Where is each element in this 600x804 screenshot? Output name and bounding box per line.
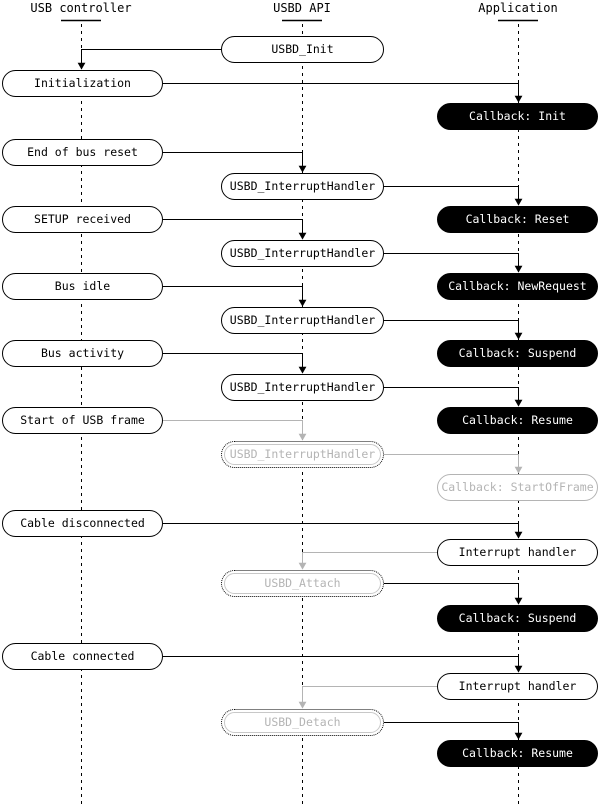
flow-f01 <box>77 49 221 70</box>
node-n02: Initialization <box>2 70 163 97</box>
flow-f10 <box>384 387 523 407</box>
flow-f17 <box>298 686 437 709</box>
node-label: Callback: StartOfFrame <box>441 480 594 494</box>
node-n25: USBD_Detach <box>221 709 384 736</box>
flow-f07 <box>163 286 307 307</box>
node-n15: Start of USB frame <box>2 407 163 434</box>
node-label: Initialization <box>34 76 131 90</box>
flow-f12 <box>384 454 523 474</box>
node-label: USBD_InterruptHandler <box>229 447 376 461</box>
node-label: SETUP received <box>34 212 131 226</box>
node-label: End of bus reset <box>27 145 138 159</box>
node-label: Callback: Reset <box>465 212 570 226</box>
flow-f18 <box>384 722 523 740</box>
node-n16: Callback: Resume <box>437 407 598 434</box>
node-n03: Callback: Init <box>437 103 598 130</box>
lifeline-header-usb-controller: USB controller <box>30 1 132 15</box>
flow-f16 <box>163 656 523 673</box>
node-n09: Bus idle <box>2 273 163 300</box>
node-label: Interrupt handler <box>458 545 577 559</box>
flow-f15 <box>384 583 523 605</box>
flow-f05 <box>163 219 307 240</box>
node-label: Callback: Resume <box>462 413 573 427</box>
node-n05: USBD_InterruptHandler <box>221 173 384 200</box>
node-n07: Callback: Reset <box>437 206 598 233</box>
node-n21: USBD_Attach <box>221 570 384 597</box>
flow-f06 <box>384 253 523 273</box>
node-n10: Callback: NewRequest <box>437 273 598 300</box>
node-n14: USBD_InterruptHandler <box>221 374 384 401</box>
node-n11: USBD_InterruptHandler <box>221 307 384 334</box>
node-label: Callback: Suspend <box>458 611 577 625</box>
lifeline-header-usbd-api: USBD API <box>273 1 331 15</box>
flow-f14 <box>298 552 437 570</box>
node-n04: End of bus reset <box>2 139 163 166</box>
node-label: Bus activity <box>40 346 125 360</box>
node-n06: SETUP received <box>2 206 163 233</box>
node-n20: Interrupt handler <box>437 539 598 566</box>
lifeline-header-application: Application <box>478 1 558 15</box>
node-n19: Cable disconnected <box>2 510 163 537</box>
node-n08: USBD_InterruptHandler <box>221 240 384 267</box>
node-label: USBD_InterruptHandler <box>229 179 376 193</box>
node-n22: Callback: Suspend <box>437 605 598 632</box>
node-label: USBD_Init <box>271 42 334 56</box>
node-label: Start of USB frame <box>20 413 145 427</box>
node-n26: Callback: Resume <box>437 740 598 767</box>
flow-f04 <box>384 186 523 206</box>
flow-f13 <box>163 523 523 539</box>
flow-f03 <box>163 152 307 173</box>
node-label: USBD_InterruptHandler <box>229 246 376 260</box>
flow-f09 <box>163 353 307 374</box>
node-label: Cable disconnected <box>20 516 145 530</box>
flow-f02 <box>163 83 523 103</box>
node-label: Bus idle <box>54 279 111 293</box>
node-label: USBD_Detach <box>264 715 341 729</box>
flow-f11 <box>163 420 307 441</box>
node-label: Interrupt handler <box>458 679 577 693</box>
node-label: USBD_InterruptHandler <box>229 313 376 327</box>
node-n23: Cable connected <box>2 643 163 670</box>
node-label: Callback: Suspend <box>458 346 577 360</box>
node-label: Callback: Init <box>469 109 566 123</box>
node-n18: Callback: StartOfFrame <box>437 474 598 501</box>
node-label: Cable connected <box>30 649 135 663</box>
node-label: Callback: NewRequest <box>448 279 587 293</box>
node-n17: USBD_InterruptHandler <box>221 441 384 468</box>
node-n01: USBD_Init <box>221 36 384 63</box>
node-n13: Callback: Suspend <box>437 340 598 367</box>
node-label: Callback: Resume <box>462 746 573 760</box>
node-n24: Interrupt handler <box>437 673 598 700</box>
node-n12: Bus activity <box>2 340 163 367</box>
node-label: USBD_Attach <box>264 576 341 590</box>
node-label: USBD_InterruptHandler <box>229 380 376 394</box>
flow-f08 <box>384 320 523 340</box>
